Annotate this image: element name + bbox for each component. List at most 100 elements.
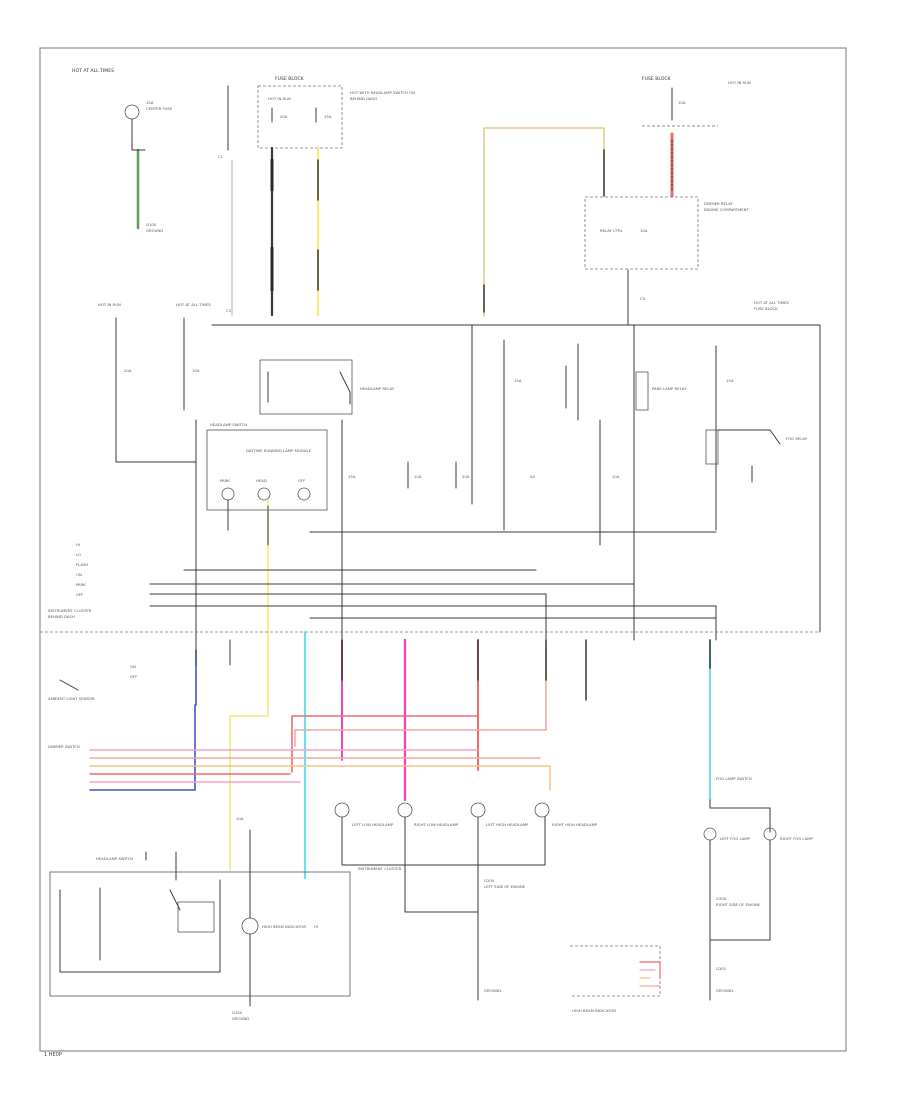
svg-text:5A: 5A [530, 474, 535, 479]
svg-text:C2: C2 [226, 308, 232, 313]
svg-text:C3: C3 [640, 296, 646, 301]
body-control-dashed-box: INSTRUMENT CLUSTER BEHIND DASH HI LO FLA… [40, 542, 820, 633]
hot-at-all-times-fuse: HOT AT ALL TIMES 15A CENTER FUSE G100 GR… [72, 68, 173, 233]
svg-text:HOT WITH HEADLAMP SWITCH ON: HOT WITH HEADLAMP SWITCH ON [350, 90, 415, 95]
svg-text:10A: 10A [236, 816, 244, 821]
svg-text:20A: 20A [280, 114, 288, 119]
svg-text:HEADLAMP SWITCH: HEADLAMP SWITCH [96, 856, 133, 861]
svg-text:RIGHT FOG LAMP: RIGHT FOG LAMP [780, 836, 813, 841]
svg-text:G200: G200 [484, 878, 495, 883]
svg-text:10A: 10A [414, 474, 422, 479]
center-fuses: 15A 10A 20A [348, 324, 473, 505]
svg-text:LO: LO [76, 552, 81, 557]
connector-legend: HIGH BEAM INDICATOR [570, 945, 661, 1013]
svg-text:HEADLAMP SWITCH: HEADLAMP SWITCH [210, 422, 247, 427]
footer-code: 1 HE0P [44, 1052, 62, 1058]
svg-text:RELAY CTRL: RELAY CTRL [600, 228, 624, 233]
svg-text:AMBIENT LIGHT SENSOR: AMBIENT LIGHT SENSOR [48, 696, 95, 701]
svg-text:15A: 15A [146, 100, 154, 105]
svg-text:FUSE BLOCK: FUSE BLOCK [275, 76, 305, 82]
svg-text:HOT AT ALL TIMES: HOT AT ALL TIMES [72, 68, 114, 74]
svg-text:ENGINE COMPARTMENT: ENGINE COMPARTMENT [704, 207, 750, 212]
svg-text:G301: G301 [716, 966, 727, 971]
svg-text:PARK: PARK [220, 478, 230, 483]
svg-text:OFF: OFF [130, 674, 137, 679]
tan-feed-wire [483, 127, 605, 317]
svg-text:HIGH BEAM INDICATOR: HIGH BEAM INDICATOR [572, 1008, 616, 1013]
svg-text:DAYTIME RUNNING LAMP MODULE: DAYTIME RUNNING LAMP MODULE [246, 448, 312, 453]
svg-text:HOT AT ALL TIMES: HOT AT ALL TIMES [754, 300, 789, 305]
svg-text:HOT IN RUN: HOT IN RUN [268, 96, 291, 101]
svg-text:INSTRUMENT CLUSTER: INSTRUMENT CLUSTER [358, 866, 402, 871]
svg-text:RIGHT LOW HEADLAMP: RIGHT LOW HEADLAMP [414, 822, 459, 827]
svg-text:HIGH BEAM INDICATOR: HIGH BEAM INDICATOR [262, 924, 306, 929]
left-fuses: HOT IN RUN HOT AT ALL TIMES 20A 15A [98, 302, 211, 641]
svg-text:FOG RELAY: FOG RELAY [786, 436, 808, 441]
svg-text:HEAD: HEAD [256, 478, 267, 483]
svg-text:OFF: OFF [76, 592, 83, 597]
svg-text:G100: G100 [232, 1010, 243, 1015]
svg-text:OFF: OFF [298, 478, 305, 483]
headlamp-switch-box: HEADLAMP SWITCH DAYTIME RUNNING LAMP MOD… [206, 422, 328, 641]
svg-text:HOT AT ALL TIMES: HOT AT ALL TIMES [176, 302, 211, 307]
svg-text:20A: 20A [124, 368, 132, 373]
svg-text:HI: HI [76, 542, 80, 547]
svg-text:15A: 15A [348, 474, 356, 479]
svg-text:RIGHT SIDE OF ENGINE: RIGHT SIDE OF ENGINE [716, 902, 761, 907]
colored-wires [194, 630, 711, 880]
svg-text:DIMMER RELAY: DIMMER RELAY [704, 201, 733, 206]
svg-text:PARK LAMP RELAY: PARK LAMP RELAY [652, 386, 687, 391]
svg-text:15A: 15A [192, 368, 200, 373]
dimmer-relay-box: DIMMER RELAY ENGINE COMPARTMENT RELAY CT… [584, 196, 750, 326]
svg-text:LEFT SIDE OF ENGINE: LEFT SIDE OF ENGINE [484, 884, 526, 889]
svg-text:INSTRUMENT CLUSTER: INSTRUMENT CLUSTER [48, 608, 92, 613]
svg-text:10A: 10A [612, 474, 620, 479]
svg-text:BEHIND DASH: BEHIND DASH [350, 96, 377, 101]
svg-text:G300: G300 [716, 896, 727, 901]
svg-text:FUSE BLOCK: FUSE BLOCK [642, 76, 672, 82]
svg-text:CENTER FUSE: CENTER FUSE [146, 106, 173, 111]
svg-text:HOT IN RUN: HOT IN RUN [98, 302, 121, 307]
svg-text:PARK: PARK [76, 582, 86, 587]
diagram-frame [39, 47, 847, 1052]
svg-text:10A: 10A [640, 228, 648, 233]
bottom-left-module: HEADLAMP SWITCH INSTRUMENT CLUSTER HIGH … [49, 816, 402, 1021]
headlamp-relay: HEADLAMP RELAY [259, 359, 395, 641]
right-relays: 15A PARK LAMP RELAY 5A 10A 15A HOT AT AL… [503, 300, 808, 641]
svg-text:10A: 10A [678, 100, 686, 105]
svg-text:FUSE BLOCK: FUSE BLOCK [754, 306, 778, 311]
svg-text:C1: C1 [218, 154, 224, 159]
svg-text:GROUND: GROUND [716, 988, 733, 993]
svg-text:FLASH: FLASH [76, 562, 88, 567]
top-bus [211, 324, 821, 633]
svg-text:FOG LAMP SWITCH: FOG LAMP SWITCH [716, 776, 752, 781]
svg-text:ON: ON [130, 664, 136, 669]
svg-text:15A: 15A [726, 378, 734, 383]
fuse-block-feed: C1 [218, 85, 233, 316]
svg-text:15A: 15A [324, 114, 332, 119]
svg-text:HOT IN RUN: HOT IN RUN [728, 80, 751, 85]
svg-text:HI: HI [314, 924, 318, 929]
svg-text:HEADLAMP RELAY: HEADLAMP RELAY [360, 386, 395, 391]
svg-text:20A: 20A [462, 474, 470, 479]
svg-text:GROUND: GROUND [484, 988, 501, 993]
svg-text:LEFT LOW HEADLAMP: LEFT LOW HEADLAMP [352, 822, 394, 827]
svg-text:LEFT FOG LAMP: LEFT FOG LAMP [720, 836, 751, 841]
hot-with-headlamp-fuse: FUSE BLOCK HOT IN RUN 10A [642, 76, 751, 198]
svg-text:LEFT HIGH HEADLAMP: LEFT HIGH HEADLAMP [486, 822, 529, 827]
svg-text:DIMMER SWITCH: DIMMER SWITCH [48, 744, 80, 749]
dimmer-bundle: DIMMER SWITCH AMBIENT LIGHT SENSOR ON OF… [48, 664, 551, 791]
center-fuse-box: FUSE BLOCK HOT IN RUN HOT WITH HEADLAMP … [226, 76, 415, 317]
horizontal-buses [149, 531, 717, 641]
fog-lamps: FOG LAMP SWITCH LEFT FOG LAMP RIGHT FOG … [703, 776, 813, 1001]
svg-text:ON: ON [76, 572, 82, 577]
svg-text:BEHIND DASH: BEHIND DASH [48, 614, 75, 619]
headlamps-row: LEFT LOW HEADLAMP RIGHT LOW HEADLAMP LEF… [334, 802, 598, 1001]
svg-text:15A: 15A [514, 378, 522, 383]
svg-text:GROUND: GROUND [146, 228, 163, 233]
svg-text:RIGHT HIGH HEADLAMP: RIGHT HIGH HEADLAMP [552, 822, 598, 827]
svg-text:GROUND: GROUND [232, 1016, 249, 1021]
svg-text:G100: G100 [146, 222, 157, 227]
